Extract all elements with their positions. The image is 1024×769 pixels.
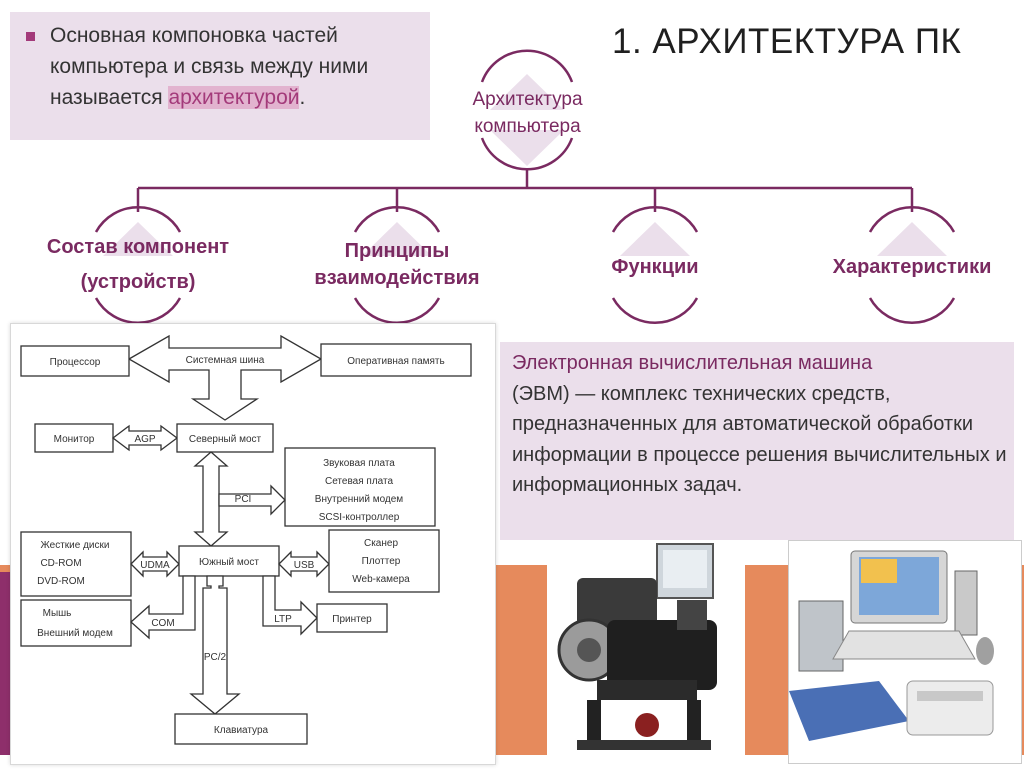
definition-line-3: называется bbox=[50, 86, 169, 109]
ltp-label: LTP bbox=[274, 614, 292, 625]
ram-label: Оперативная память bbox=[347, 356, 444, 367]
storage-label: DVD-ROM bbox=[37, 576, 85, 587]
architecture-tree bbox=[94, 49, 956, 325]
definition-period: . bbox=[299, 86, 306, 109]
definition-line-1: Основная компоновка частей bbox=[50, 24, 338, 47]
com-device-label: Внешний модем bbox=[37, 628, 113, 639]
pci-label: PCI bbox=[235, 494, 252, 505]
old-computer-photo bbox=[547, 540, 745, 760]
decorative-left-accent bbox=[0, 572, 10, 757]
evm-body: (ЭВМ) — комплекс технических средств, пр… bbox=[512, 382, 1007, 497]
ps2-label: PC/2 bbox=[204, 652, 227, 663]
pci-device-label: SCSI-контроллер bbox=[319, 512, 400, 523]
pci-device-label: Внутренний модем bbox=[315, 494, 404, 505]
pc-block-diagram: Процессор Системная шина Оперативная пам… bbox=[10, 323, 496, 765]
node-components-line-2: (устройств) bbox=[80, 271, 196, 293]
slide-title: 1. АРХИТЕКТУРА ПК bbox=[612, 22, 962, 61]
ltp-arrow bbox=[262, 575, 318, 636]
com-label: COM bbox=[151, 618, 174, 629]
node-components-line-1: Состав компонент bbox=[46, 236, 230, 258]
node-characteristics-line-1: Характеристики bbox=[832, 256, 992, 278]
node-principles-line-2: взаимодействия bbox=[314, 267, 480, 289]
definition-line-2: компьютера и связь между ними bbox=[50, 55, 369, 78]
definition-box: Основная компоновка частей компьютера и … bbox=[10, 12, 430, 140]
monitor-label: Монитор bbox=[54, 434, 95, 445]
south-bridge-box bbox=[178, 545, 280, 577]
storage-label: CD-ROM bbox=[40, 558, 81, 569]
node-principles-line-1: Принципы bbox=[344, 240, 450, 262]
printer-label: Принтер bbox=[332, 614, 372, 625]
com-device-label: Мышь bbox=[43, 608, 72, 619]
pci-device-label: Звуковая плата bbox=[323, 458, 395, 469]
modern-pc-photo bbox=[788, 540, 1022, 764]
node-functions: Функции bbox=[580, 252, 730, 282]
node-components: Состав компонент (устройств) bbox=[20, 232, 256, 302]
agp-label: AGP bbox=[134, 434, 155, 445]
ps2-arrow bbox=[189, 575, 241, 715]
root-node-shape bbox=[490, 74, 564, 110]
node-principles: Принципы взаимодействия bbox=[292, 238, 502, 292]
keyboard-label: Клавиатура bbox=[214, 725, 269, 736]
root-node-label: Архитектура компьютера bbox=[440, 86, 615, 140]
definition-text: Основная компоновка частей компьютера и … bbox=[50, 20, 420, 113]
evm-definition-box: Электронная вычислительная машина (ЭВМ) —… bbox=[500, 342, 1014, 540]
com-devices-box bbox=[20, 599, 132, 647]
storage-box bbox=[20, 531, 132, 597]
storage-label: Жесткие диски bbox=[41, 540, 110, 551]
udma-label: UDMA bbox=[140, 560, 170, 571]
south-bridge-label: Южный мост bbox=[199, 557, 259, 568]
root-node-line-1: Архитектура bbox=[472, 89, 583, 110]
usb-devices-box bbox=[328, 529, 440, 593]
com-arrow bbox=[130, 575, 196, 640]
usb-device-label: Плоттер bbox=[362, 556, 401, 567]
evm-lead: Электронная вычислительная машина bbox=[512, 352, 873, 374]
north-bridge-label: Северный мост bbox=[189, 434, 262, 445]
pci-device-label: Сетевая плата bbox=[325, 476, 393, 487]
ram-box bbox=[320, 343, 472, 377]
evm-definition-text: Электронная вычислительная машина (ЭВМ) —… bbox=[512, 348, 1007, 501]
system-bus-arrow bbox=[127, 334, 323, 421]
pci-devices-box bbox=[284, 447, 436, 527]
node-functions-line-1: Функции bbox=[611, 256, 699, 278]
processor-box bbox=[20, 345, 130, 377]
bullet-icon bbox=[26, 32, 35, 41]
usb-device-label: Сканер bbox=[364, 538, 398, 549]
system-bus-label: Системная шина bbox=[186, 355, 265, 366]
usb-device-label: Web-камера bbox=[352, 574, 410, 585]
node-characteristics: Характеристики bbox=[812, 252, 1012, 282]
root-node-line-2: компьютера bbox=[474, 116, 581, 137]
pc-block-diagram-svg: Процессор Системная шина Оперативная пам… bbox=[20, 334, 472, 745]
north-bridge-box bbox=[176, 423, 274, 453]
usb-label: USB bbox=[294, 560, 315, 571]
keyboard-box bbox=[174, 713, 308, 745]
printer-box bbox=[316, 603, 388, 633]
monitor-box bbox=[34, 423, 114, 453]
processor-label: Процессор bbox=[50, 357, 101, 368]
highlighted-term: архитектурой bbox=[168, 86, 300, 109]
